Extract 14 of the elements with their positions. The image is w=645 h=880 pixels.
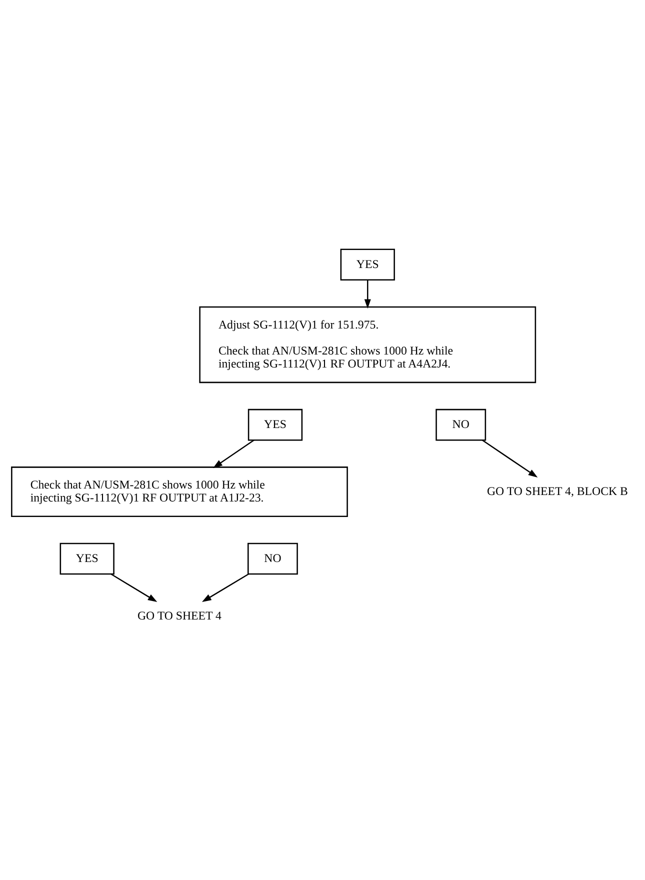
node-box: NO [248,542,298,574]
node-box: YES [248,408,303,440]
arrow [213,439,254,468]
node-text: GO TO SHEET 4 [137,608,222,622]
node-box: YES [60,542,114,574]
arrow [110,573,158,602]
node-box: YES [340,248,395,280]
arrow [364,280,371,308]
node-box: Check that AN/USM-281C shows 1000 Hz while injecting SG-1112(V)1 RF OUTPUT at A1J2-23. [11,466,348,516]
node-text: GO TO SHEET 4, BLOCK B [486,483,628,498]
node-box: Adjust SG-1112(V)1 for 151.975. Check that AN/USM-281C shows 1000 Hz while injecting SG-1112(V)1 RF OUTPUT at A4A2J4. [199,306,536,383]
arrow [202,573,249,602]
arrow [482,439,538,478]
node-box: NO [436,408,486,440]
